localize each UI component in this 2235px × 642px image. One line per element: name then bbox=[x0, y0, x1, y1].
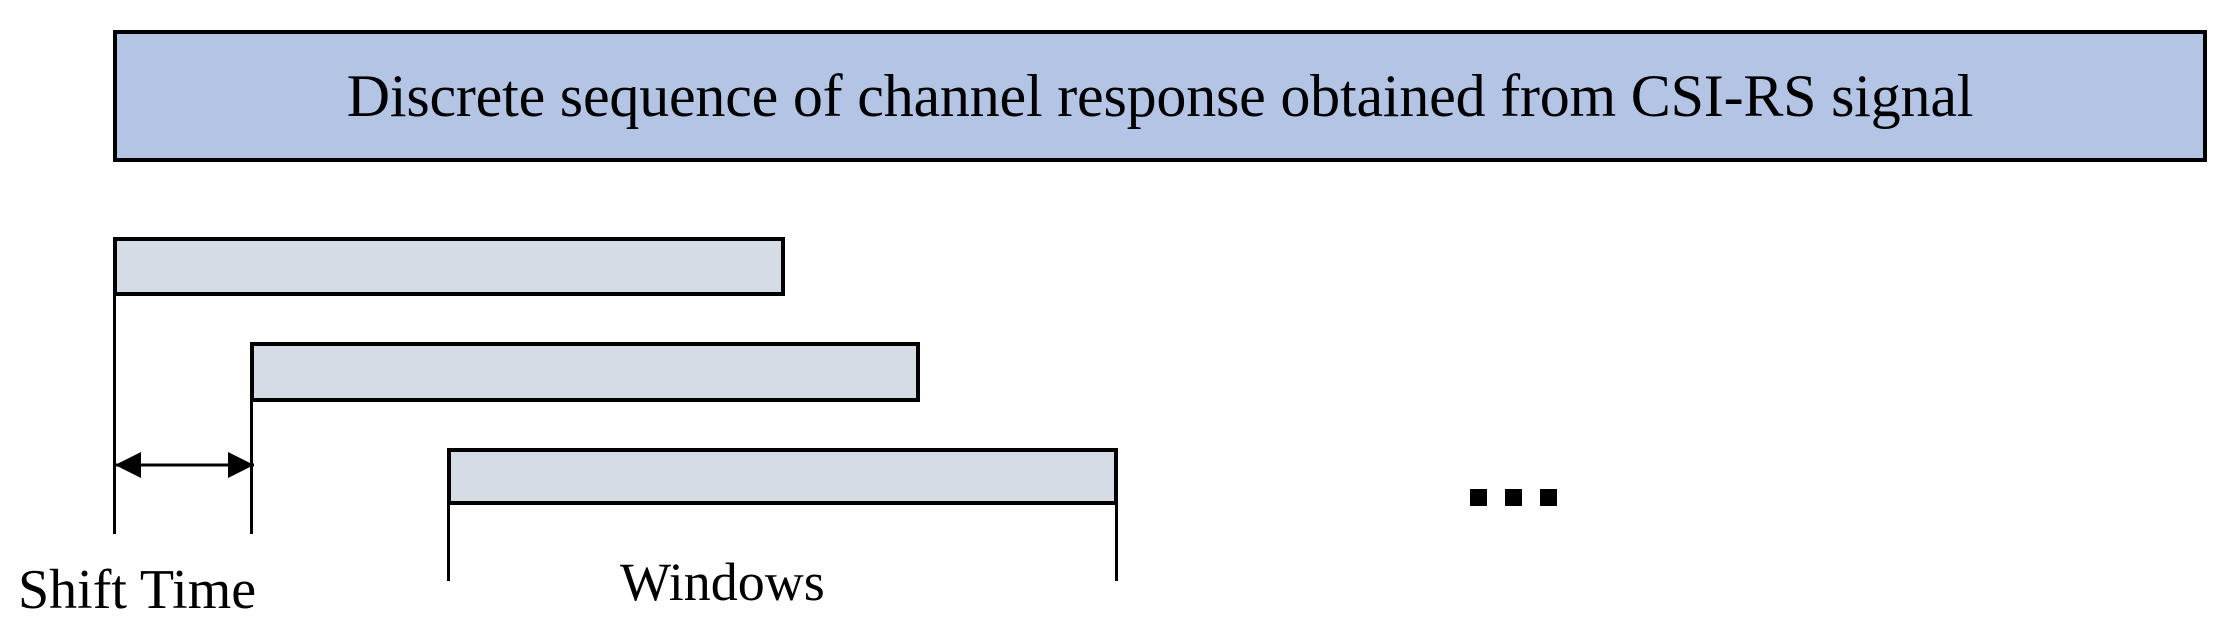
window-bar-3 bbox=[447, 448, 1118, 505]
ellipsis-dot-2 bbox=[1505, 489, 1522, 506]
shift-time-label: Shift Time bbox=[18, 559, 257, 621]
arrow-head-right-icon bbox=[228, 452, 254, 478]
window-3-right-guide-line bbox=[1115, 503, 1118, 581]
continuation-ellipsis bbox=[1470, 489, 1557, 506]
banner-title: Discrete sequence of channel response ob… bbox=[346, 63, 1974, 129]
ellipsis-dot-3 bbox=[1540, 489, 1557, 506]
shift-time-arrow bbox=[115, 452, 254, 478]
window-3-left-guide-line bbox=[447, 503, 450, 581]
window-bar-1 bbox=[113, 237, 785, 296]
window-bar-2 bbox=[250, 342, 920, 402]
ellipsis-dot-1 bbox=[1470, 489, 1487, 506]
window-1-left-guide-line bbox=[113, 294, 116, 534]
windows-label: Windows bbox=[620, 552, 825, 612]
banner-box: Discrete sequence of channel response ob… bbox=[113, 30, 2207, 162]
arrow-shaft bbox=[115, 463, 254, 467]
arrow-head-left-icon bbox=[115, 452, 141, 478]
